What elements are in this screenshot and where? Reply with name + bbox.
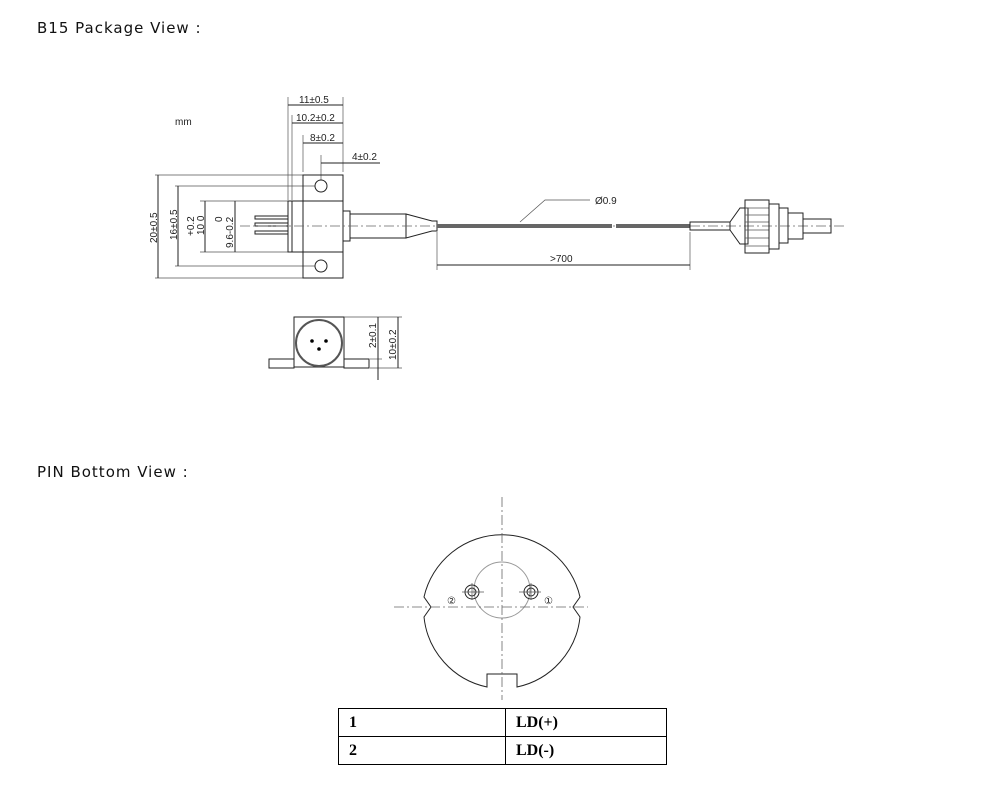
pin-view-heading: PIN Bottom View : (37, 463, 189, 481)
pin-2 (462, 583, 484, 600)
unit-label: mm (175, 117, 192, 128)
table-row: 1 LD(+) (338, 708, 667, 737)
dim-10-tol: +0.2 (186, 216, 197, 236)
package-view-heading: B15 Package View : (37, 19, 202, 37)
pin-number: 2 (338, 736, 506, 765)
fiber-diameter: Ø0.9 (595, 196, 617, 207)
pin-number: 1 (338, 708, 506, 737)
dim-side-10: 10±0.2 (388, 329, 399, 360)
dim-9-6-tol: 0 (214, 216, 225, 222)
pin-1-label: ① (544, 596, 553, 607)
dim-10-2: 10.2±0.2 (296, 113, 335, 124)
side-view: 2±0.1 10±0.2 (268, 316, 402, 380)
dim-11: 11±0.5 (299, 95, 329, 106)
pin-2-label: ② (447, 596, 456, 607)
dim-16: 16±0.5 (169, 209, 180, 240)
fiber: Ø0.9 >700 (436, 196, 691, 270)
top-dimensions: 11±0.5 10.2±0.2 8±0.2 4±0.2 (287, 95, 380, 200)
dim-8: 8±0.2 (310, 133, 335, 144)
dim-10: 10 0 (196, 215, 207, 235)
dim-20: 20±0.5 (149, 212, 160, 243)
pin-function: LD(+) (505, 708, 667, 737)
fc-connector (689, 199, 832, 254)
dim-side-2: 2±0.1 (368, 323, 379, 348)
table-row: 2 LD(-) (338, 736, 667, 765)
pin-table: 1 LD(+) 2 LD(-) (338, 708, 667, 765)
pin-bottom-view: ② ① (394, 497, 588, 700)
pin-function: LD(-) (505, 736, 667, 765)
dim-9-6: 9.6-0.2 (225, 216, 236, 248)
pin-1 (519, 583, 541, 600)
left-dimensions: 20±0.5 16±0.5 +0.2 10 0 0 9.6-0.2 (149, 174, 315, 279)
dim-4: 4±0.2 (352, 152, 377, 163)
fiber-length: >700 (550, 254, 573, 265)
